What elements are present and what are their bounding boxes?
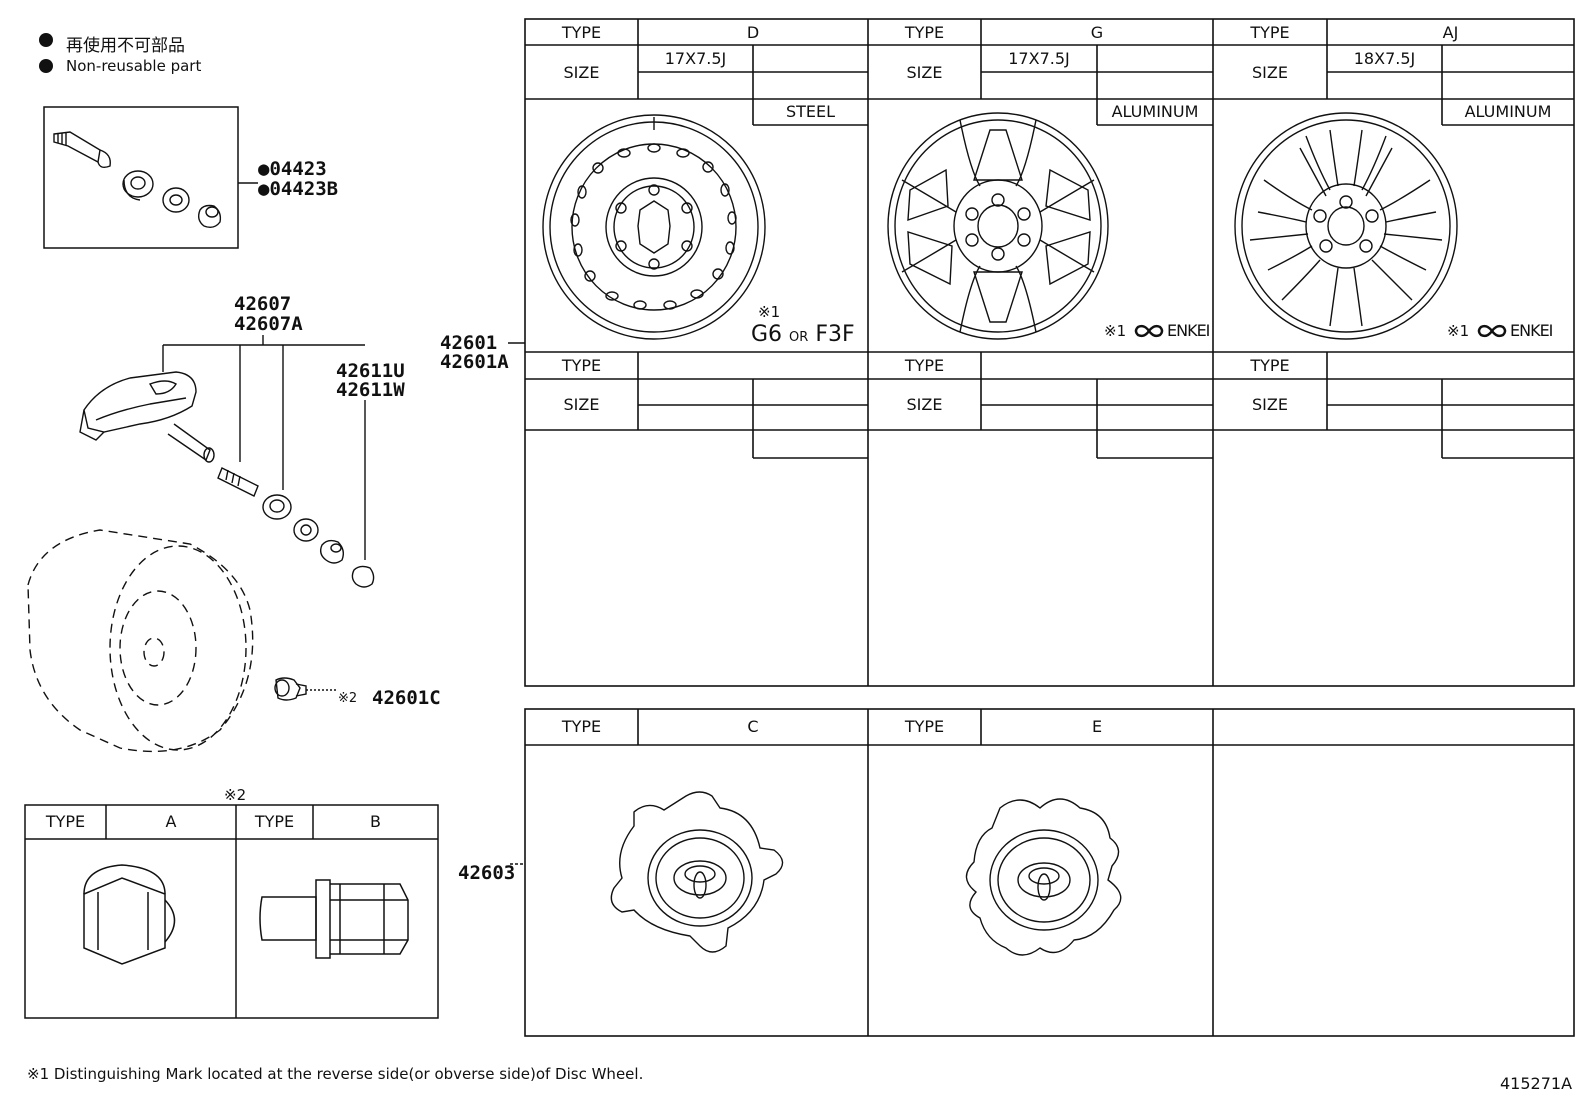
wheel-g-type: G [1090, 23, 1104, 42]
cap-c-type-label: TYPE [561, 717, 602, 736]
wheel-type-aj-drawing [1234, 112, 1458, 340]
wheel-d-mark-g6-text: G6 [751, 322, 783, 347]
wheel-empty-1-type-label: TYPE [561, 356, 602, 375]
wheel-aj-material: ALUMINUM [1464, 102, 1552, 121]
part-number-42611w[interactable]: 42611W [336, 379, 405, 401]
wheel-d-size: 17X7.5J [664, 49, 727, 68]
valve-kit-illustration [43, 106, 258, 249]
wheel-d-mark-f3f: F3F [815, 322, 855, 347]
cap-table [524, 708, 1575, 1037]
wheel-d-type: D [746, 23, 760, 42]
wheel-empty-2-size-label: SIZE [906, 395, 943, 414]
lug-nut-type-label-a: TYPE [45, 812, 86, 831]
legend-bullet-en [39, 59, 53, 73]
cap-e-type-label: TYPE [904, 717, 945, 736]
wheel-g-material: ALUMINUM [1111, 102, 1199, 121]
lug-nut-type-a: A [165, 812, 177, 831]
tire-illustration [27, 529, 254, 753]
wheel-aj-type-label: TYPE [1250, 23, 1290, 42]
legend-jp-text: 再使用不可部品 [66, 36, 185, 56]
wheel-d-mark-g6: G6 OR F3F [751, 322, 855, 347]
cap-c-type: C [747, 717, 759, 736]
wheel-d-material: STEEL [785, 102, 836, 121]
wheel-empty-2-type-label: TYPE [904, 356, 945, 375]
wheel-aj-size-label: SIZE [1252, 63, 1288, 82]
wheel-d-holes [570, 143, 737, 310]
wheel-g-type-label: TYPE [904, 23, 945, 42]
wheel-aj-type: AJ [1442, 23, 1459, 42]
lug-nut-callout-illustration [274, 677, 336, 701]
wheel-aj-size: 18X7.5J [1353, 49, 1416, 68]
lug-nut-type-label-b: TYPE [254, 812, 295, 831]
lug-nut-callout-mark: ※2 [338, 691, 358, 706]
part-number-42603[interactable]: 42603 [458, 862, 516, 884]
diagram-id: 415271A [1500, 1074, 1573, 1093]
wheel-g-size-label: SIZE [906, 63, 943, 82]
part-number-04423[interactable]: ●04423 [258, 158, 327, 180]
center-cap-e-drawing [965, 798, 1122, 956]
wheel-d-mark-or: OR [789, 330, 809, 345]
part-number-42601c[interactable]: 42601C [372, 687, 441, 709]
enkei-logo-g [1134, 324, 1164, 338]
part-number-42601[interactable]: 42601 [440, 332, 498, 354]
center-cap-c-drawing [610, 791, 784, 953]
enkei-logo-aj [1477, 324, 1507, 338]
wheel-d-size-label: SIZE [563, 63, 600, 82]
wheel-table [524, 18, 1575, 687]
part-number-42611u[interactable]: 42611U [336, 360, 405, 382]
wheel-d-mark: ※1 [758, 303, 781, 321]
tpms-sensor-illustration [79, 335, 375, 588]
footnote: ※1 Distinguishing Mark located at the re… [27, 1065, 644, 1083]
legend-en-text: Non-reusable part [66, 57, 202, 75]
lug-nut-type-b: B [370, 812, 381, 831]
wheel-empty-3-size-label: SIZE [1252, 395, 1288, 414]
wheel-type-d-drawing [542, 114, 766, 340]
part-number-42607[interactable]: 42607 [234, 293, 292, 315]
wheel-empty-3-type-label: TYPE [1250, 356, 1290, 375]
legend-bullet-jp [39, 33, 53, 47]
cap-e-type: E [1091, 717, 1103, 736]
part-number-42607a[interactable]: 42607A [234, 313, 303, 335]
wheel-aj-mark: ※1 [1447, 322, 1470, 340]
wheel-type-g-drawing [887, 112, 1109, 340]
lug-nut-table-mark: ※2 [224, 786, 247, 804]
wheel-empty-1-size-label: SIZE [563, 395, 600, 414]
wheel-g-size: 17X7.5J [1008, 49, 1070, 68]
part-number-04423b[interactable]: ●04423B [258, 178, 339, 200]
wheel-g-brand: ENKEI [1167, 321, 1210, 340]
part-number-42601a[interactable]: 42601A [440, 351, 509, 373]
lug-nut-table [24, 804, 439, 1019]
wheel-g-mark: ※1 [1104, 322, 1127, 340]
wheel-aj-brand: ENKEI [1510, 321, 1553, 340]
wheel-d-type-label: TYPE [561, 23, 602, 42]
